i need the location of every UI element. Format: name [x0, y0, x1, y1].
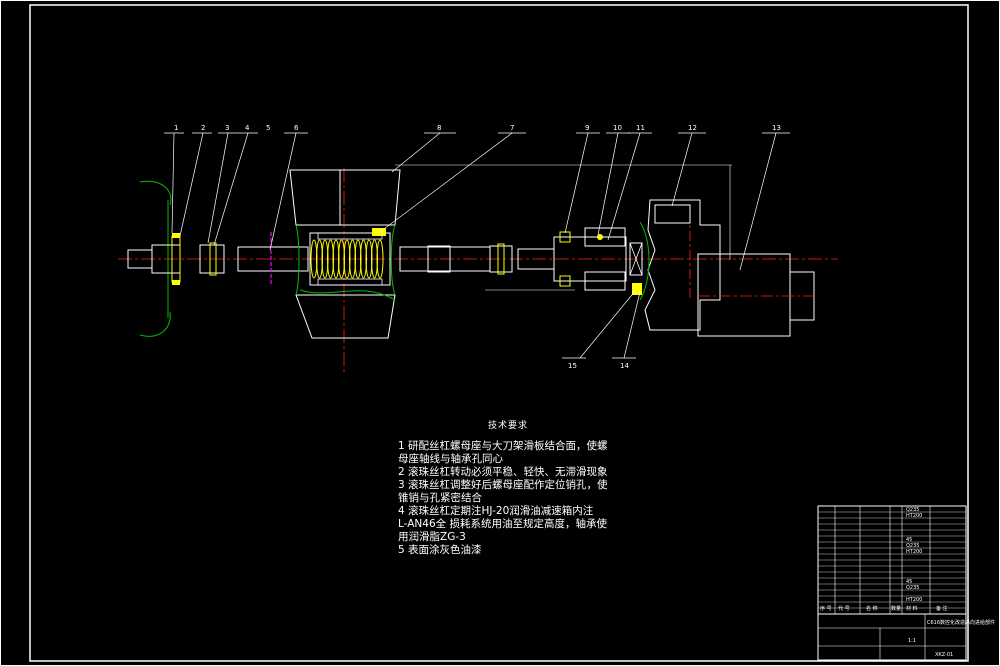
bearing-housing — [553, 236, 627, 282]
housing-break-right — [390, 224, 396, 296]
tb-drawing-title: C616数控化改造纵向进给部件 — [927, 619, 995, 626]
seal-ring — [632, 283, 642, 295]
title-block-material: HT200 — [906, 597, 922, 603]
bearing-cap-bottom — [584, 271, 626, 291]
title-block: 序 号 代 号 名 称 数量 材 料 备 注 C616数控化改造纵向进给部件 1… — [817, 505, 995, 661]
leader-lines — [164, 132, 790, 359]
bearing-bottom-left — [559, 275, 571, 287]
title-block-material: 45 — [906, 537, 912, 543]
bearing-cross-2 — [629, 242, 643, 276]
tb-header-0: 序 号 — [820, 605, 832, 612]
tech-line-7: L-AN46全 损耗系统用油至规定高度，轴承使 — [398, 518, 607, 530]
part-label-7: 7 — [510, 124, 514, 132]
handwheel-arc-top — [139, 180, 172, 206]
screw-shaft-left — [237, 246, 309, 272]
coupling-left — [489, 245, 513, 273]
part-label-6: 6 — [294, 124, 299, 132]
part-label-3: 3 — [225, 124, 229, 132]
tech-line-6: 4 滚珠丝杠定期注HJ-20润滑油减速箱内注 — [398, 505, 594, 517]
title-block-material: HT200 — [906, 549, 922, 555]
part-label-14: 14 — [620, 362, 629, 370]
tb-scale: 1:1 — [908, 638, 916, 644]
gearbox-housing — [644, 199, 721, 331]
left-nut — [209, 242, 217, 276]
tech-line-4: 3 滚珠丝杠调整好后螺母座配作定位销孔，使 — [398, 479, 608, 491]
shaft-end — [127, 249, 153, 269]
part-label-11: 11 — [636, 124, 645, 132]
tech-line-2: 母座轴线与轴承孔同心 — [398, 453, 503, 465]
tech-line-3: 2 滚珠丝杠转动必须平稳、轻快、无滞滑现象 — [398, 466, 608, 478]
tb-header-1: 代 号 — [838, 605, 850, 612]
key-bottom — [172, 280, 180, 285]
nut-housing-lower — [295, 294, 396, 339]
part-label-10: 10 — [613, 124, 622, 132]
part-label-9: 9 — [585, 124, 589, 132]
tech-requirements-title: 技术要求 — [488, 421, 529, 431]
inner-frame — [29, 4, 969, 662]
part-label-15: 15 — [568, 362, 577, 370]
tech-requirements-list: 1 研配丝杠螺母座与大刀架滑板结合面，使螺 母座轴线与轴承孔同心 2 滚珠丝杠转… — [398, 440, 648, 557]
part-label-8: 8 — [437, 124, 441, 132]
tech-line-5: 锥销与孔紧密结合 — [398, 492, 482, 504]
tech-line-1: 1 研配丝杠螺母座与大刀架滑板结合面，使螺 — [398, 440, 608, 452]
handwheel-arc-bottom — [139, 311, 171, 337]
part-label-1: 1 — [174, 124, 178, 132]
nut-key — [372, 228, 386, 236]
coil-turn — [376, 239, 384, 279]
tb-header-4: 材 料 — [906, 605, 918, 612]
part-label-2: 2 — [201, 124, 205, 132]
part-label-12: 12 — [688, 124, 697, 132]
gearbox-break — [639, 221, 650, 301]
title-block-material: 45 — [906, 579, 912, 585]
part-label-4: 4 — [245, 124, 250, 132]
nut-flange-bottom — [317, 278, 383, 286]
part-label-13: 13 — [772, 124, 781, 132]
key-top — [172, 233, 180, 238]
coupling-nut — [497, 243, 505, 275]
tb-header-2: 名 称 — [866, 605, 878, 612]
title-block-material: Q235 — [906, 585, 919, 591]
screw-collar — [427, 245, 451, 273]
tb-header-5: 备 注 — [936, 605, 948, 612]
left-collar — [199, 244, 225, 274]
tb-header-3: 数量 — [891, 605, 901, 612]
thrust-bearing — [629, 242, 643, 276]
tech-line-8: 用润滑脂ZG-3 — [398, 531, 466, 543]
title-block-material: Q235 — [906, 543, 919, 549]
title-block-material: HT200 — [906, 513, 922, 519]
housing-break-lower — [299, 289, 396, 301]
title-block-material: Q235 — [906, 507, 919, 513]
tb-drawing-no: XKZ-01 — [935, 652, 953, 658]
bearing-cap-top — [584, 227, 626, 247]
bolt-top — [597, 234, 603, 240]
housing-break-left — [295, 224, 300, 296]
ball-screw-coil — [310, 239, 384, 279]
tech-line-9: 5 表面涂灰色油漆 — [398, 544, 482, 556]
part-label-5: 5 — [266, 124, 270, 132]
